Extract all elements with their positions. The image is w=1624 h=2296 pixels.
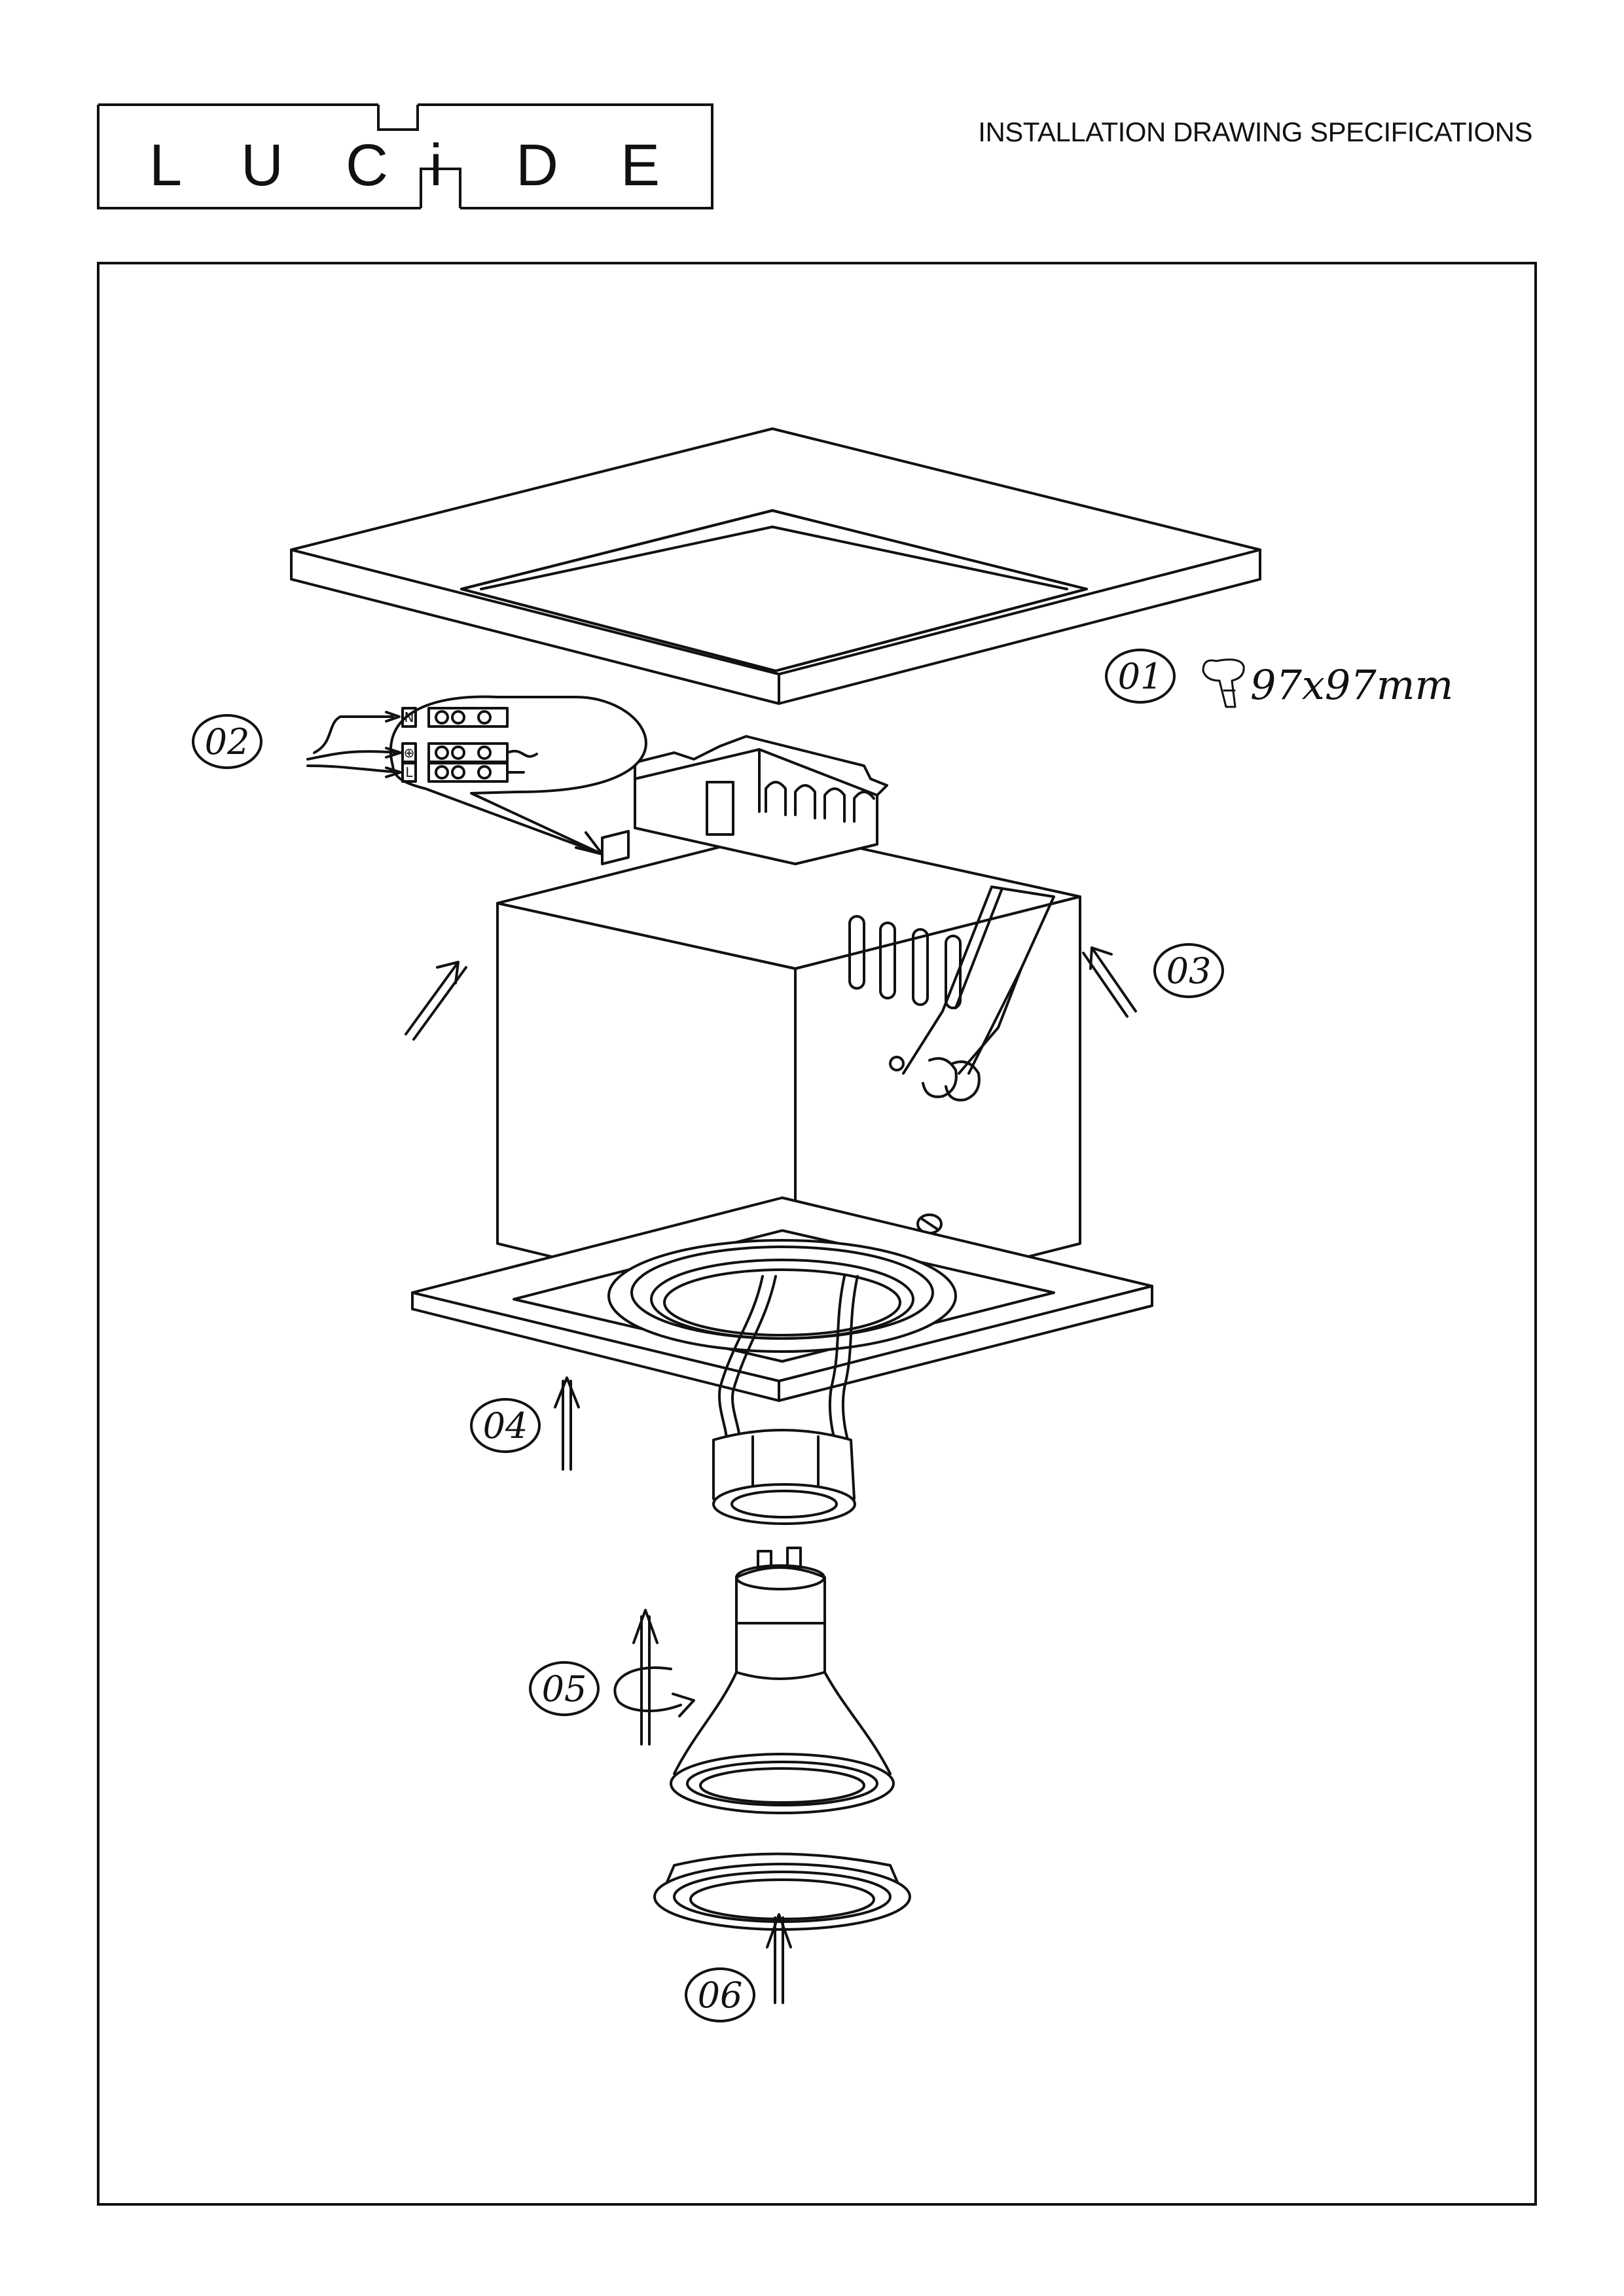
arrow-05 (613, 1609, 695, 1746)
callout-04-label: 04 (483, 1405, 528, 1446)
lucide-logo: L U C i D E (97, 103, 713, 209)
cover-plate (290, 427, 1261, 705)
logo-letter-c: C (346, 133, 388, 198)
callout-06-circle (685, 1967, 755, 2022)
housing-box (496, 735, 1081, 1317)
callout-01-circle (1105, 649, 1176, 704)
logo-letter-l: L (149, 133, 182, 198)
arrow-06 (766, 1913, 792, 2004)
callout-03-label: 03 (1166, 950, 1212, 992)
callout-05-label: 05 (542, 1668, 587, 1710)
drill-bit-icon (1202, 658, 1245, 708)
gu10-socket (712, 1275, 859, 1525)
logo-letter-u: U (241, 133, 283, 198)
terminal-l-label: L (405, 764, 413, 780)
arrow-03-right (1082, 946, 1137, 1018)
arrow-04 (554, 1376, 580, 1471)
logo-letter-d: D (516, 133, 558, 198)
arrow-03-left (405, 961, 467, 1041)
terminal-earth-label: ⊕ (404, 745, 415, 761)
gu10-lamp (670, 1547, 895, 1814)
callout-05-circle (529, 1661, 600, 1716)
callout-04-circle (470, 1398, 541, 1453)
callout-03-circle (1153, 943, 1224, 998)
logo-letter-i: i (429, 133, 442, 198)
wiring-detail-bubble (306, 695, 647, 855)
callout-02-circle (192, 714, 262, 769)
retaining-ring (653, 1852, 911, 1931)
callout-06-label: 06 (698, 1975, 743, 2016)
drawing-frame (97, 262, 1537, 2206)
recessed-frame (411, 1196, 1153, 1402)
terminal-n-label: N (405, 709, 414, 725)
page-title: INSTALLATION DRAWING SPECIFICATIONS (978, 117, 1532, 147)
logo-letter-e: E (621, 133, 660, 198)
callout-02-label: 02 (205, 721, 250, 762)
cutout-dimension: 97x97mm (1250, 661, 1453, 709)
callout-01-label: 01 (1118, 656, 1163, 697)
